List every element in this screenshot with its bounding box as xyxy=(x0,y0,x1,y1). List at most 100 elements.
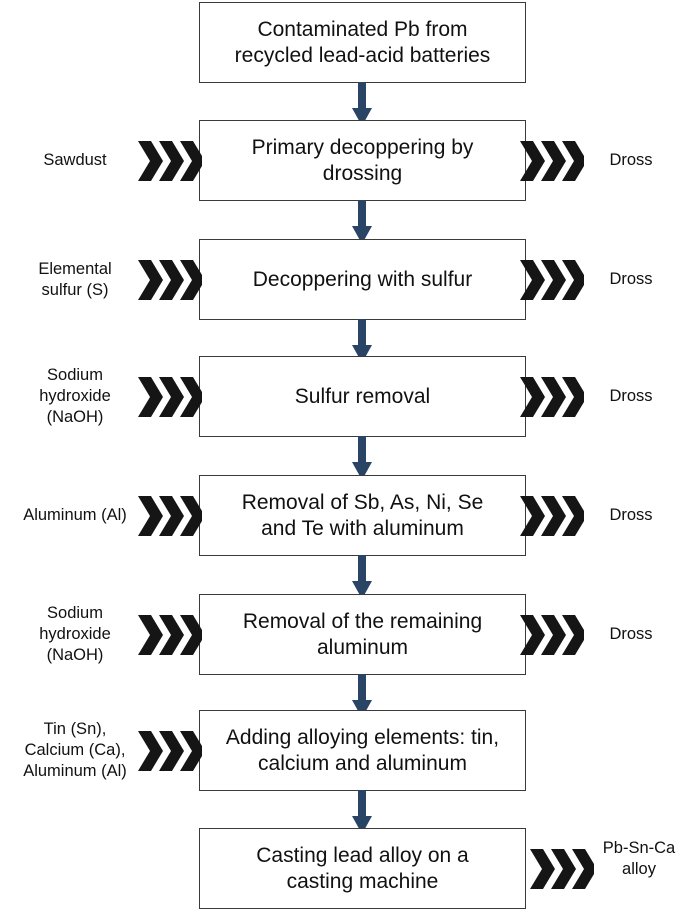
step-label-line: calcium and aluminum xyxy=(258,751,467,775)
chevron-mark xyxy=(138,495,163,536)
output-label-4-line: Dross xyxy=(609,387,653,405)
step-label: Decoppering with sulfur xyxy=(253,267,472,293)
step-label-line: Contaminated Pb from xyxy=(257,17,468,41)
chevron-mark xyxy=(562,259,584,300)
chevron-mark xyxy=(138,376,163,417)
step-label: Sulfur removal xyxy=(295,384,430,410)
output-chevrons-4 xyxy=(520,376,584,417)
chevron-mark xyxy=(541,614,566,655)
output-label-5-line: Dross xyxy=(609,506,653,524)
chevron-mark xyxy=(562,614,584,655)
step-label-line: recycled lead-acid batteries xyxy=(234,43,491,67)
down-arrow-7 xyxy=(352,790,372,834)
input-label-7-line: Calcium (Ca), xyxy=(24,741,126,759)
input-chevrons-3 xyxy=(138,259,202,300)
step-label-line: and Te with aluminum xyxy=(261,516,464,540)
chevron-mark xyxy=(159,614,184,655)
input-chevrons-2 xyxy=(138,140,202,181)
down-arrow-shape xyxy=(352,200,372,244)
output-chevrons-5 xyxy=(520,495,584,536)
chevron-mark xyxy=(520,376,545,417)
down-arrow-6 xyxy=(352,674,372,718)
chevron-mark xyxy=(180,259,202,300)
step-box-7: Adding alloying elements: tin,calcium an… xyxy=(199,710,526,791)
down-arrow-1 xyxy=(352,82,372,126)
step-label-line: Decoppering with sulfur xyxy=(252,267,473,291)
output-label-3-line: Dross xyxy=(609,270,653,288)
chevron-mark xyxy=(541,140,566,181)
step-label-line: aluminum xyxy=(316,635,409,659)
chevron-mark xyxy=(159,140,184,181)
chevron-mark xyxy=(180,614,202,655)
down-arrow-shape xyxy=(352,319,372,363)
step-label-line: Removal of Sb, As, Ni, Se xyxy=(241,490,484,514)
input-label-6-line: (NaOH) xyxy=(46,646,104,664)
chevron-mark xyxy=(530,848,555,889)
chevron-mark xyxy=(159,259,184,300)
step-label-line: Casting lead alloy on a xyxy=(256,843,469,867)
chevron-mark xyxy=(541,376,566,417)
chevron-mark xyxy=(159,730,184,771)
step-label-line: Adding alloying elements: tin, xyxy=(225,725,500,749)
input-label-4-line: hydroxide xyxy=(39,387,111,405)
step-label-line: Primary decoppering by xyxy=(251,135,474,159)
down-arrow-shape xyxy=(352,436,372,480)
chevron-mark xyxy=(180,140,202,181)
output-chevrons-8 xyxy=(530,848,594,889)
step-label-line: Removal of the remaining xyxy=(242,609,483,633)
input-label-5: Aluminum (Al) xyxy=(0,505,150,526)
down-arrow-shape xyxy=(352,674,372,718)
output-chevrons-6 xyxy=(520,614,584,655)
input-chevrons-7 xyxy=(138,730,202,771)
input-chevrons-5 xyxy=(138,495,202,536)
input-label-2-line: Sawdust xyxy=(43,151,107,169)
chevron-mark xyxy=(562,495,584,536)
step-label-line: casting machine xyxy=(286,869,439,893)
chevron-mark xyxy=(520,140,545,181)
output-label-2-line: Dross xyxy=(609,151,653,169)
down-arrow-shape xyxy=(352,555,372,599)
input-label-4: Sodium hydroxide (NaOH) xyxy=(0,365,150,428)
step-label-line: drossing xyxy=(322,161,403,185)
chevron-mark xyxy=(180,730,202,771)
output-label-8-line: alloy xyxy=(622,860,656,878)
chevron-mark xyxy=(180,376,202,417)
input-label-7-line: Tin (Sn), xyxy=(43,720,107,738)
chevron-mark xyxy=(572,848,594,889)
input-label-5-line: Aluminum (Al) xyxy=(23,506,127,524)
chevron-mark xyxy=(562,140,584,181)
chevron-mark xyxy=(562,376,584,417)
input-chevrons-4 xyxy=(138,376,202,417)
chevron-mark xyxy=(138,140,163,181)
step-box-4: Sulfur removal xyxy=(199,356,526,437)
input-label-7: Tin (Sn), Calcium (Ca), Aluminum (Al) xyxy=(0,719,150,782)
output-label-6: Dross xyxy=(596,624,666,645)
output-chevrons-2 xyxy=(520,140,584,181)
input-label-4-line: Sodium xyxy=(47,366,103,384)
step-label: Adding alloying elements: tin,calcium an… xyxy=(226,725,499,777)
chevron-mark xyxy=(138,614,163,655)
input-label-4-line: (NaOH) xyxy=(46,408,104,426)
input-label-7-line: Aluminum (Al) xyxy=(23,762,127,780)
chevron-mark xyxy=(138,730,163,771)
chevron-mark xyxy=(159,376,184,417)
step-box-3: Decoppering with sulfur xyxy=(199,239,526,320)
chevron-mark xyxy=(551,848,576,889)
chevron-mark xyxy=(138,259,163,300)
chevron-mark xyxy=(520,495,545,536)
chevron-mark xyxy=(180,495,202,536)
down-arrow-4 xyxy=(352,436,372,480)
output-label-2: Dross xyxy=(596,150,666,171)
chevron-mark xyxy=(520,614,545,655)
chevron-mark xyxy=(541,495,566,536)
down-arrow-2 xyxy=(352,200,372,244)
